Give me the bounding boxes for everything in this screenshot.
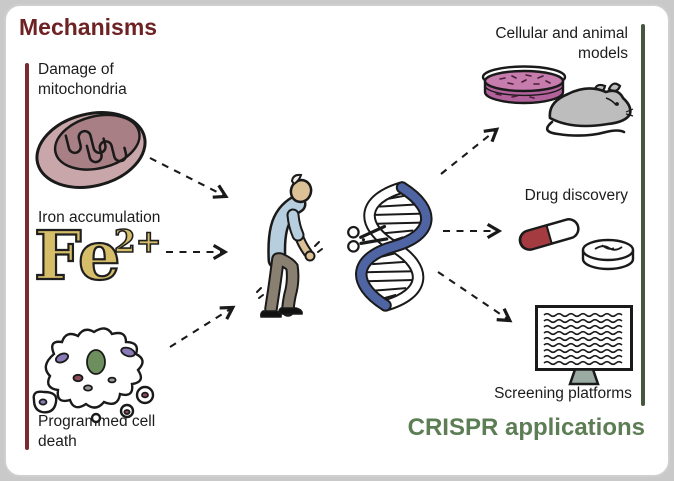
mouse-illustration [545,82,634,137]
mechanisms-section-line [25,63,29,450]
shoe [278,307,303,315]
white-hair [290,173,303,186]
tremor-marks [256,241,323,299]
cell-specks [495,74,551,99]
fe2-ion-symbol: Fe 2+ [33,216,174,309]
shoe [260,310,282,318]
mouse-whiskers [625,108,634,117]
applications-section-line [641,24,645,406]
fe-symbol-text: Fe [33,216,122,295]
fe-charge-superscript: 2+ [113,223,162,261]
dna-scissors-illustration [347,181,433,312]
tablet-score-mark [594,245,623,251]
tablet-illustration [581,238,635,271]
cellular-animal-models-label: Cellular and animal models [495,25,628,63]
programmed-cell-death-label: Programmed cell death [38,413,156,451]
damage-of-mitochondria-label: Damage of mitochondria [38,61,127,99]
hand [304,250,316,262]
head [289,178,313,204]
mouse-tail [545,120,626,137]
monitor-illustration [535,305,633,386]
cell-nucleus [86,349,106,375]
petri-dish-illustration [481,65,567,105]
scissors-icon [347,224,389,253]
monitor-stand [568,368,600,386]
apoptotic-cell-illustration [32,327,155,424]
mitochondrion-illustration [35,111,147,189]
iron-accumulation-label: Iron accumulation [38,209,161,226]
mechanisms-title: Mechanisms [19,14,158,40]
mouse-body [548,87,632,128]
drug-discovery-label: Drug discovery [524,187,628,204]
elderly-person-illustration [256,173,323,318]
screening-platforms-label: Screening platforms [494,385,632,402]
cristae-line [85,140,128,164]
capsule-illustration [518,218,580,251]
crispr-applications-title: CRISPR applications [407,414,645,441]
